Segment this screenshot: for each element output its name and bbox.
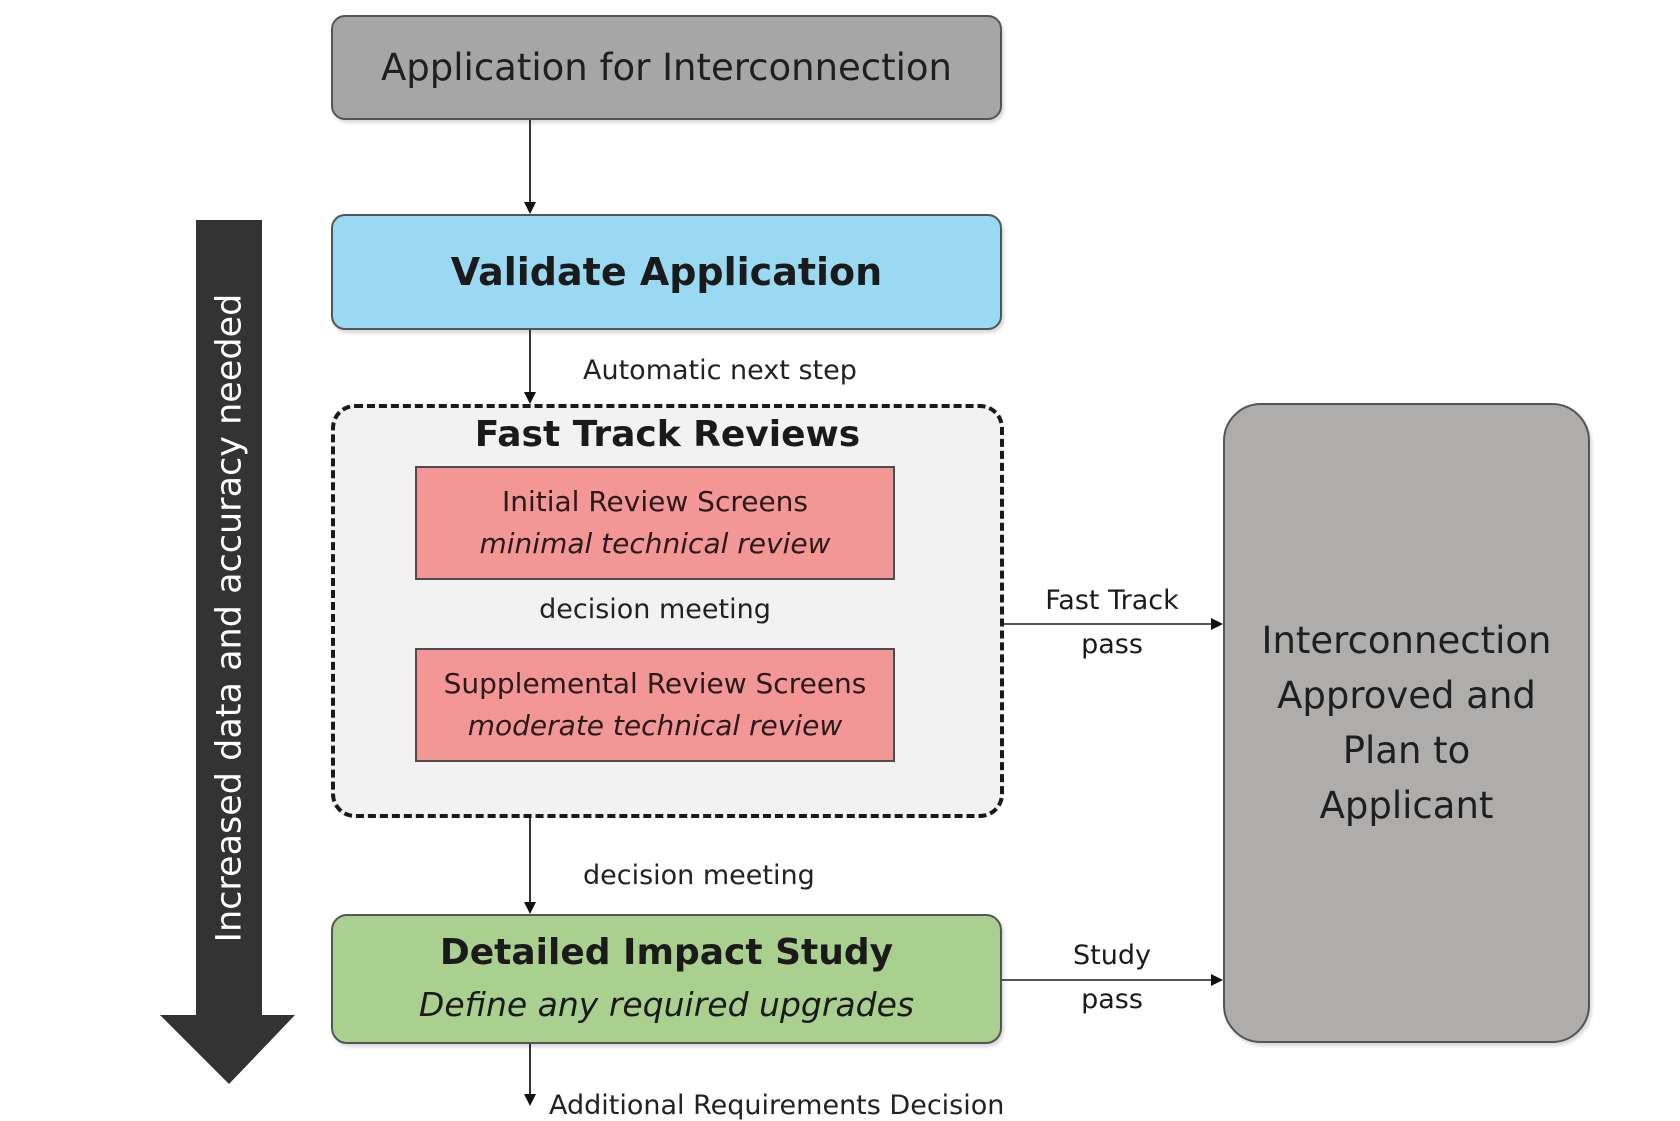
connector-application-validate — [529, 120, 531, 204]
application-node: Application for Interconnection — [331, 15, 1002, 120]
connector-validate-fasttrack — [529, 330, 531, 394]
side-arrow-label-wrap: Increased data and accuracy needed — [196, 220, 262, 1015]
approved-line: Plan to — [1342, 729, 1471, 772]
arrowhead-icon — [524, 902, 536, 914]
edge-label-additional-requirements: Additional Requirements Decision — [549, 1090, 1005, 1121]
edge-label-study-pass: Study pass — [1027, 934, 1197, 1022]
side-arrow-label: Increased data and accuracy needed — [209, 293, 249, 942]
supplemental-review-node: Supplemental Review Screens moderate tec… — [415, 648, 895, 762]
big-arrow-shape — [160, 220, 295, 1084]
approved-line: Applicant — [1319, 784, 1494, 827]
study-pass-line2: pass — [1081, 984, 1143, 1015]
fasttrack-pass-line2: pass — [1081, 629, 1143, 660]
arrowhead-icon — [1211, 974, 1223, 986]
connector-fasttrack-approved — [1004, 623, 1212, 625]
validate-label: Validate Application — [450, 250, 883, 294]
increasing-requirements-arrow — [160, 220, 295, 1084]
arrowhead-icon — [524, 1094, 536, 1106]
edge-label-decision-meeting: decision meeting — [583, 860, 815, 891]
approved-node: Interconnection Approved and Plan to App… — [1223, 403, 1590, 1043]
connector-fasttrack-study — [529, 818, 531, 904]
initial-review-title: Initial Review Screens — [501, 485, 809, 518]
fast-track-title: Fast Track Reviews — [474, 414, 861, 455]
arrowhead-icon — [524, 392, 536, 404]
study-pass-line1: Study — [1073, 940, 1151, 971]
edge-label-automatic: Automatic next step — [583, 355, 857, 386]
impact-study-subtitle: Define any required upgrades — [418, 985, 915, 1024]
supplemental-review-subtitle: moderate technical review — [467, 709, 843, 742]
supplemental-review-title: Supplemental Review Screens — [443, 667, 867, 700]
connector-study-additional — [529, 1044, 531, 1096]
approved-line: Interconnection — [1261, 619, 1552, 662]
fasttrack-pass-line1: Fast Track — [1045, 585, 1179, 616]
impact-study-node: Detailed Impact Study Define any require… — [331, 914, 1002, 1044]
application-label: Application for Interconnection — [380, 46, 953, 89]
initial-review-subtitle: minimal technical review — [479, 527, 831, 560]
approved-line: Approved and — [1277, 674, 1536, 717]
inner-decision-label: decision meeting — [539, 594, 771, 625]
edge-label-fasttrack-pass: Fast Track pass — [1027, 579, 1197, 667]
arrowhead-icon — [524, 202, 536, 214]
arrowhead-icon — [1211, 618, 1223, 630]
connector-study-approved — [1002, 979, 1212, 981]
validate-node: Validate Application — [331, 214, 1002, 330]
initial-review-node: Initial Review Screens minimal technical… — [415, 466, 895, 580]
impact-study-title: Detailed Impact Study — [439, 932, 894, 973]
